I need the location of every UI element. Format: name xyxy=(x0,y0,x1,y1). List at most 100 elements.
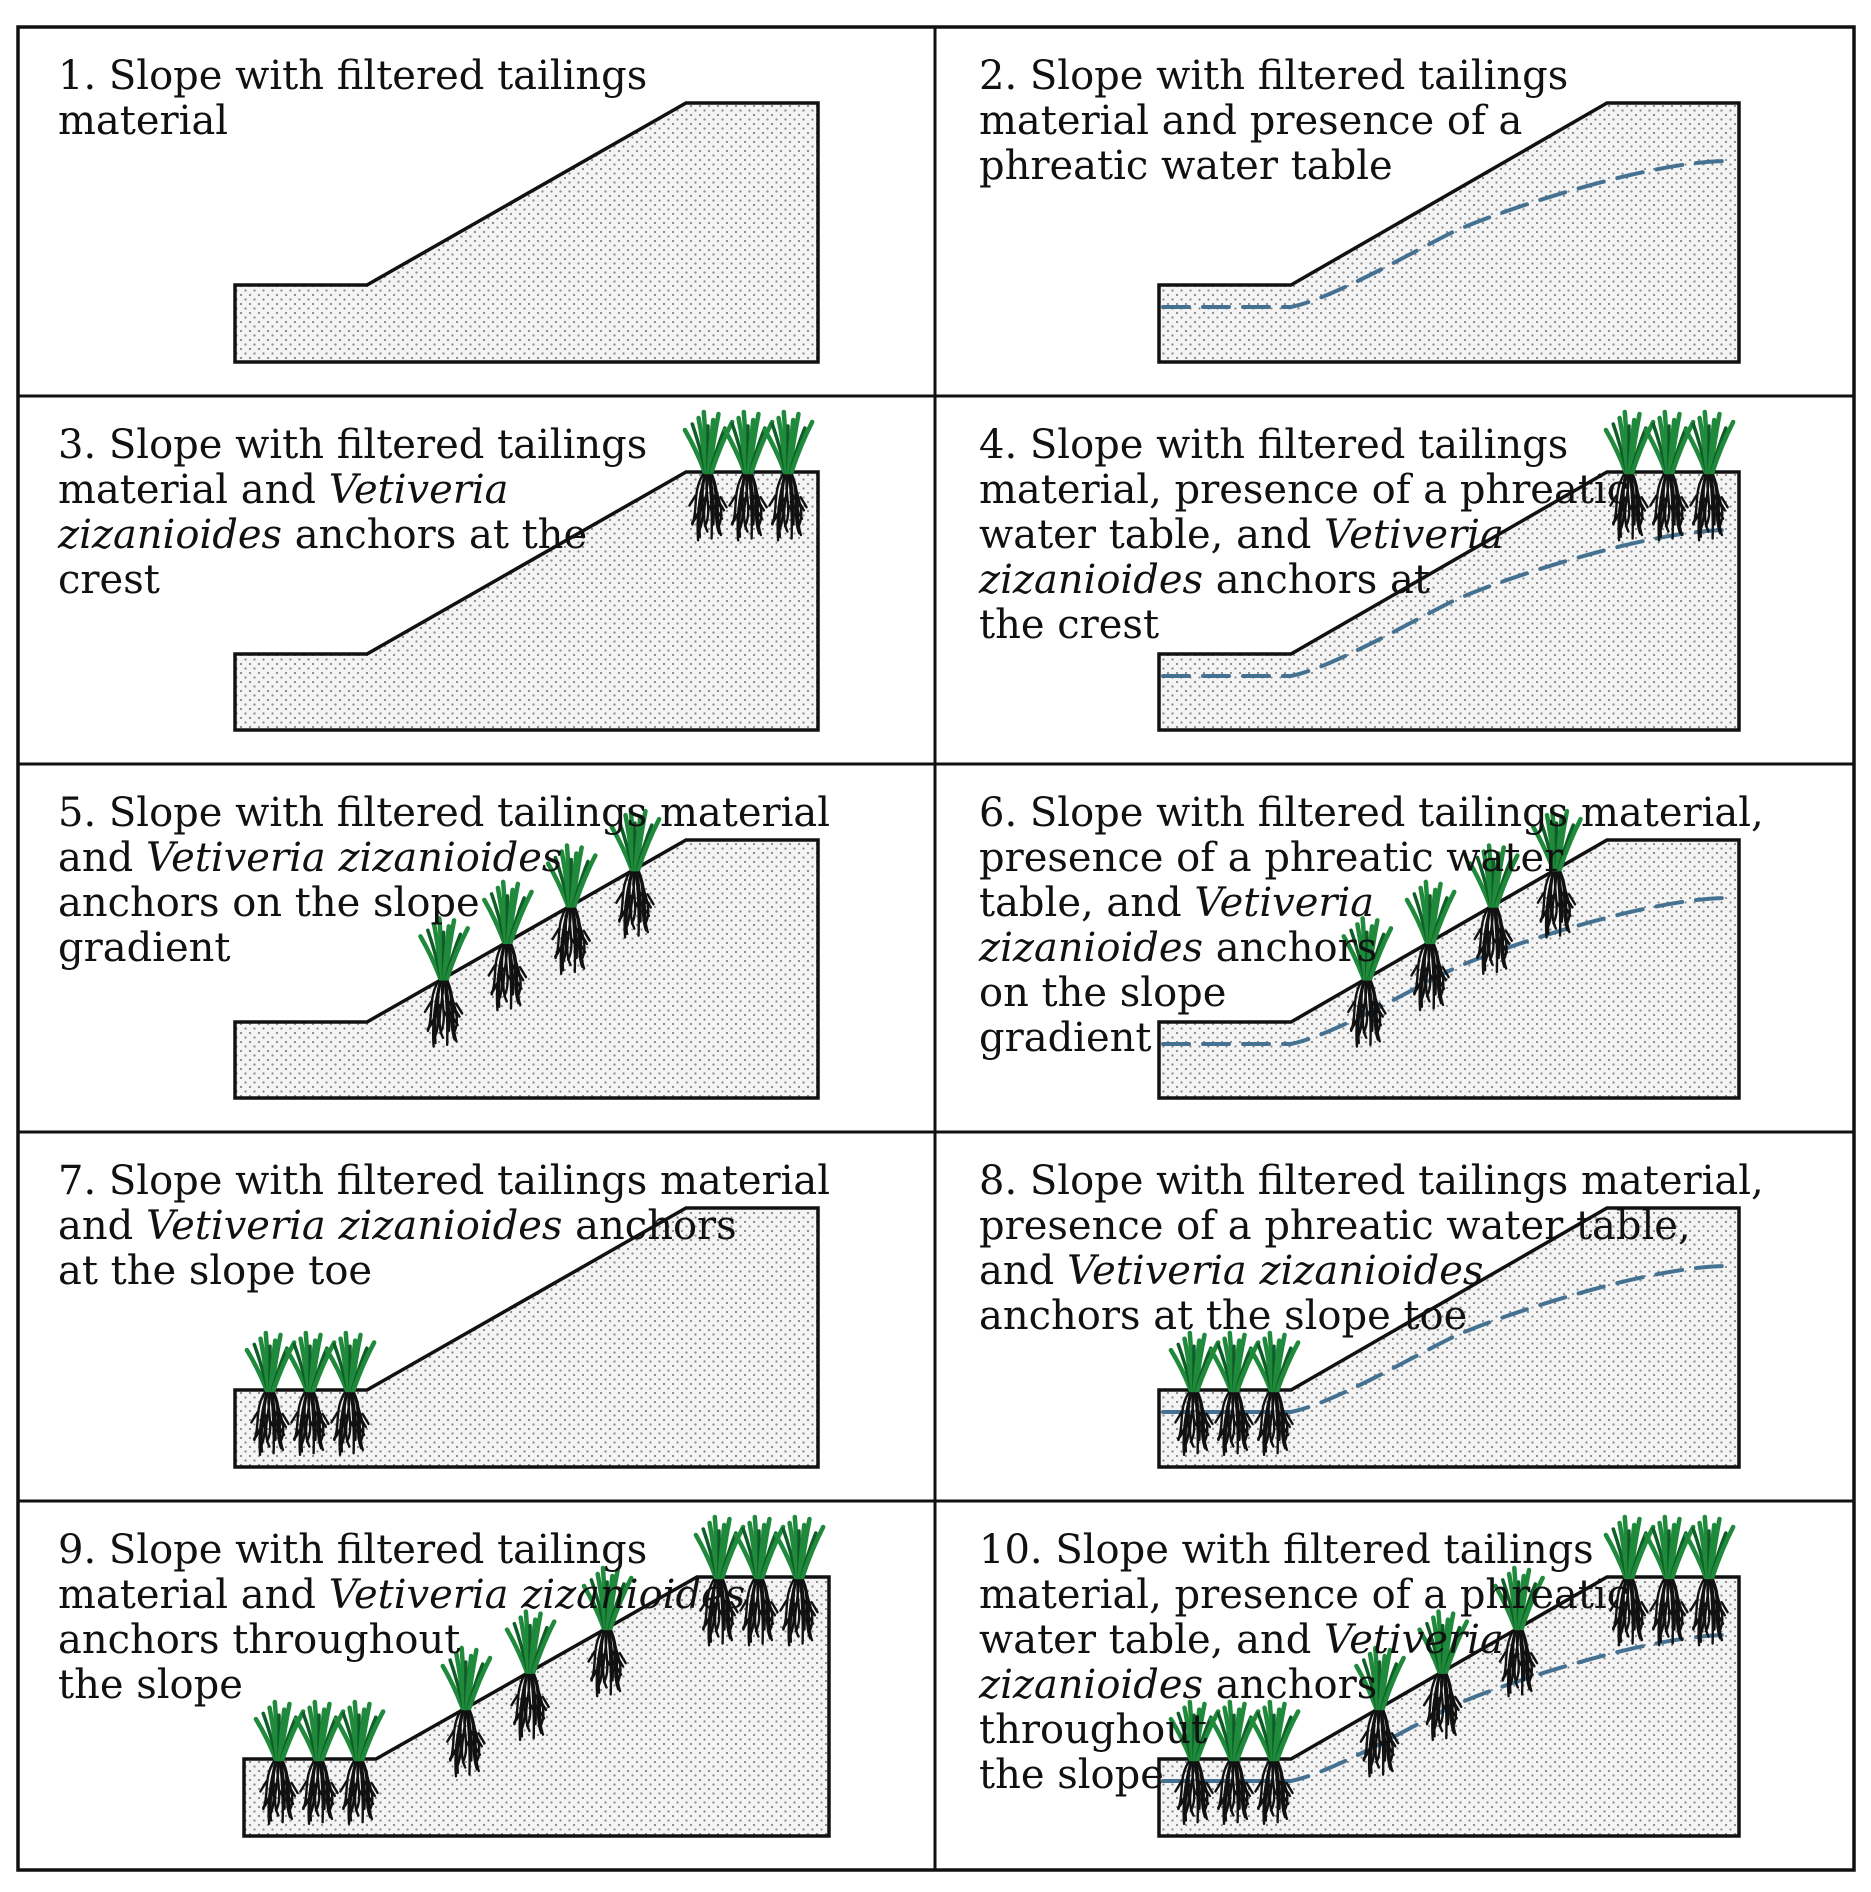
root-system xyxy=(688,470,728,542)
caption-line: water table, and Vetiveria xyxy=(979,512,1504,558)
caption-line: and Vetiveria zizanioides anchors xyxy=(58,1203,737,1249)
panel-6: 6. Slope with filtered tailings material… xyxy=(978,790,1764,1100)
grass-tuft xyxy=(545,843,598,908)
vetiver-anchor xyxy=(324,1330,377,1457)
root-system xyxy=(1214,1757,1254,1826)
caption-line: gradient xyxy=(979,1015,1151,1061)
caption-line: zizanioides anchors xyxy=(978,1662,1377,1708)
vetiver-anchor xyxy=(1248,1699,1301,1826)
caption-text: phreatic water table xyxy=(979,143,1393,189)
caption-line: zizanioides anchors at the xyxy=(57,512,587,558)
caption-text: the slope xyxy=(58,1662,243,1708)
root-system xyxy=(250,1388,290,1457)
caption-line: 1. Slope with filtered tailings xyxy=(58,53,647,99)
vetiver-anchor xyxy=(1643,1514,1696,1647)
root-system xyxy=(1609,1575,1649,1647)
caption-text: the slope xyxy=(979,1752,1164,1798)
vetiver-anchor xyxy=(244,1330,297,1457)
root-system xyxy=(728,470,768,542)
caption-text: and xyxy=(58,1203,146,1249)
caption-line: on the slope xyxy=(979,970,1226,1016)
caption-text: material, presence of a phreatic xyxy=(979,1572,1629,1618)
root-system xyxy=(1174,1757,1214,1826)
root-system xyxy=(1422,1670,1463,1742)
grass-tuft xyxy=(1531,806,1583,872)
caption-line: 9. Slope with filtered tailings xyxy=(58,1527,647,1573)
root-system xyxy=(290,1388,330,1457)
caption-text: water table, and xyxy=(979,1617,1324,1663)
caption-line: material and Vetiveria zizanioides xyxy=(58,1572,745,1618)
caption-text: material xyxy=(58,98,228,144)
caption-line: material, presence of a phreatic xyxy=(979,467,1629,513)
grass-tuft xyxy=(762,409,815,475)
root-system xyxy=(1174,1388,1214,1457)
root-system xyxy=(446,1706,486,1778)
grass-tuft xyxy=(1208,1699,1261,1762)
caption-text: anchors throughout xyxy=(58,1617,460,1663)
caption-text: material, presence of a phreatic xyxy=(979,467,1629,513)
grass-tuft xyxy=(1603,409,1656,475)
phreatic-water-table xyxy=(1161,1264,1737,1414)
root-system xyxy=(259,1757,299,1826)
root-system xyxy=(1473,904,1514,975)
caption-line: anchors at the slope toe xyxy=(979,1293,1467,1339)
vetiver-anchor xyxy=(1531,806,1583,939)
slope-body xyxy=(233,470,820,732)
caption-line: water table, and Vetiveria xyxy=(979,1617,1504,1663)
caption-line: material, presence of a phreatic xyxy=(979,1572,1629,1618)
grass-tuft xyxy=(418,916,470,981)
caption-species-name: Vetiveria zizanioides xyxy=(329,1572,746,1618)
vetiver-anchor xyxy=(293,1699,346,1826)
root-system xyxy=(299,1757,339,1826)
vetiver-anchor xyxy=(418,916,470,1048)
caption-line: anchors on the slope xyxy=(58,880,480,926)
grass-tuft xyxy=(1354,1645,1406,1711)
vetiver-anchor xyxy=(682,409,735,542)
caption-line: 6. Slope with filtered tailings material… xyxy=(979,790,1764,836)
caption-species-name: zizanioides xyxy=(978,557,1203,603)
grass-tuft xyxy=(504,1609,557,1674)
caption-text: on the slope xyxy=(979,970,1226,1016)
slope-body xyxy=(233,101,820,364)
caption-line: 10. Slope with filtered tailings xyxy=(979,1527,1594,1573)
root-system xyxy=(1609,470,1649,542)
grass-tuft xyxy=(733,1514,786,1580)
vetiver-anchor xyxy=(1341,916,1394,1048)
root-system xyxy=(699,1575,739,1647)
vetiver-anchor xyxy=(693,1514,746,1647)
caption-line: 7. Slope with filtered tailings material xyxy=(58,1158,830,1204)
caption-text: 6. Slope with filtered tailings material… xyxy=(979,790,1764,836)
vetiver-anchor xyxy=(440,1645,493,1778)
caption-line: 8. Slope with filtered tailings material… xyxy=(979,1158,1764,1204)
caption-text: anchors on the slope xyxy=(58,880,480,926)
caption-species-name: Vetiveria xyxy=(1324,512,1504,558)
root-system xyxy=(1254,1757,1294,1826)
vetiver-anchor xyxy=(333,1699,386,1826)
vetiver-anchor xyxy=(609,806,662,939)
caption-text: table, and xyxy=(979,880,1194,926)
caption-species-name: Vetiveria xyxy=(329,467,509,513)
root-system xyxy=(779,1575,819,1647)
grass-tuft xyxy=(1683,1514,1736,1580)
slope-body xyxy=(233,838,820,1100)
caption-text: 9. Slope with filtered tailings xyxy=(58,1527,647,1573)
caption-text: material and xyxy=(58,1572,329,1618)
caption-text: anchors xyxy=(1203,925,1377,971)
caption-text: at the slope toe xyxy=(58,1248,372,1294)
grass-tuft xyxy=(1248,1330,1301,1393)
grass-tuft xyxy=(1683,409,1736,475)
caption-text: throughout xyxy=(979,1707,1207,1753)
phreatic-water-table xyxy=(1161,896,1737,1046)
caption-text: and xyxy=(58,835,146,881)
caption-line: the slope xyxy=(58,1662,243,1708)
vetiver-anchor xyxy=(1683,409,1736,542)
caption-text: 5. Slope with filtered tailings material xyxy=(58,790,830,836)
caption-line: crest xyxy=(58,557,160,603)
caption-line: 5. Slope with filtered tailings material xyxy=(58,790,830,836)
grass-tuft xyxy=(1341,916,1394,981)
caption-line: presence of a phreatic water table, xyxy=(979,1203,1691,1249)
